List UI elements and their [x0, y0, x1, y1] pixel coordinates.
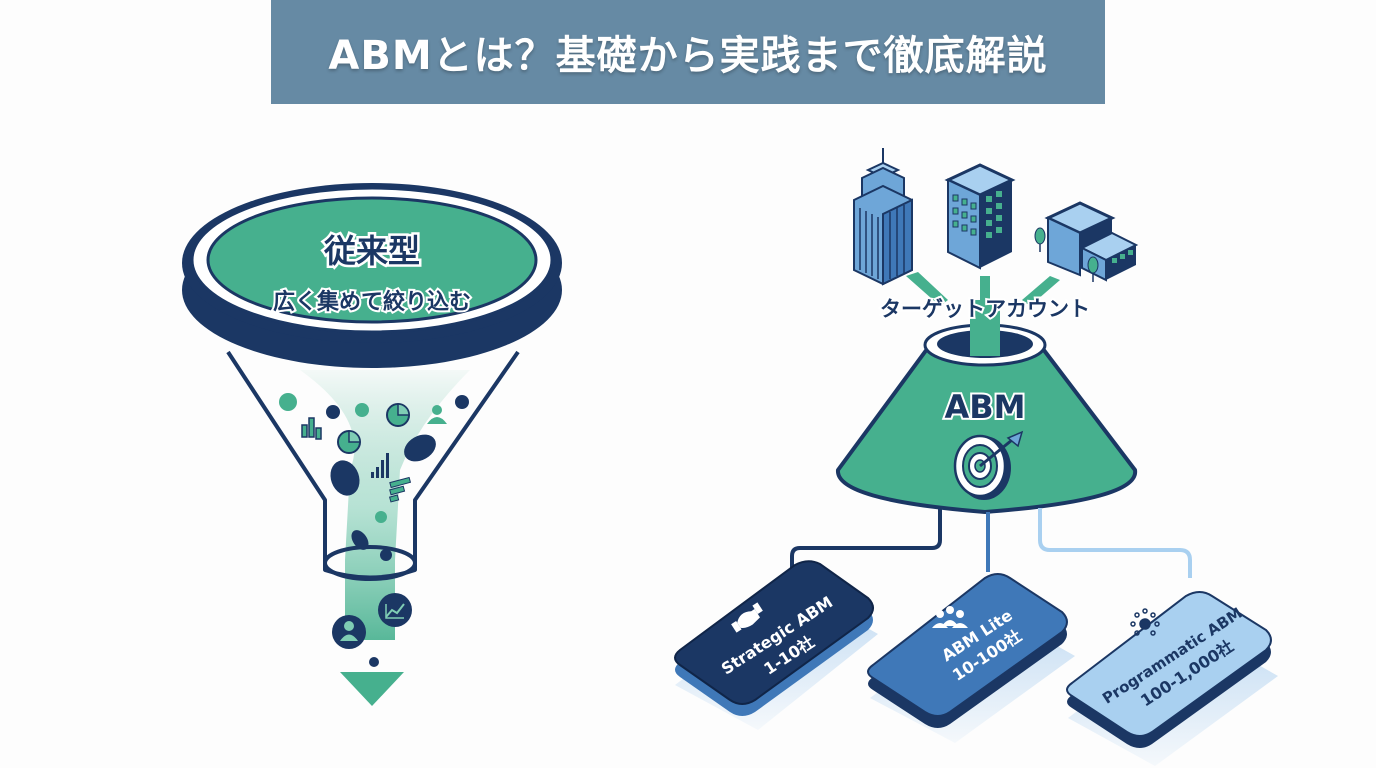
user-icon	[427, 405, 447, 424]
bar-chart-icon	[301, 417, 322, 440]
pie-chart-icon	[337, 430, 361, 454]
particle	[355, 403, 369, 417]
particle	[455, 395, 469, 409]
company-campus-icon	[1034, 201, 1139, 282]
particle	[326, 405, 340, 419]
abm-label: ABM	[945, 388, 1026, 426]
pie-chart-icon	[386, 403, 410, 427]
particle	[404, 434, 436, 462]
connector-programmatic	[1038, 508, 1192, 578]
particle	[380, 549, 392, 561]
office-building-icon	[944, 163, 1016, 270]
network-icon	[1130, 608, 1160, 636]
group-icon	[932, 606, 968, 628]
flow-beams	[906, 272, 1060, 306]
growth-chart-icon	[378, 593, 412, 627]
growth-bars-icon	[371, 453, 389, 478]
handshake-icon	[731, 602, 763, 633]
user-badge-icon	[332, 615, 366, 649]
arrow-down-icon	[340, 672, 404, 706]
funnel-opening	[206, 196, 538, 324]
traditional-funnel: 従来型 広く集めて絞り込む	[182, 183, 562, 706]
flow-beam-center	[970, 300, 1000, 356]
funnel-neck-ring	[323, 545, 417, 581]
particle	[351, 530, 369, 550]
traditional-subheading: 広く集めて絞り込む	[273, 289, 471, 315]
target-account-label: ターゲットアカウント	[880, 297, 1090, 321]
list-icon	[389, 476, 412, 503]
tier-card-lite: ABM Lite 10-100社	[867, 573, 1075, 743]
tier-card-programmatic: Programmatic ABM 100-1,000社	[1066, 591, 1278, 766]
funnel-flow	[300, 370, 470, 640]
abm-diagram: ターゲットアカウント ABM Strategic ABM	[674, 148, 1278, 766]
connector-strategic	[790, 508, 942, 568]
funnel-particles	[279, 393, 469, 667]
traditional-heading: 従来型	[323, 232, 420, 270]
particle	[279, 393, 297, 411]
title-banner: ABMとは？基礎から実践まで徹底解説	[271, 0, 1105, 104]
tier-card-strategic: Strategic ABM 1-10社	[674, 560, 878, 730]
particle	[375, 511, 387, 523]
skyscraper-icon	[853, 148, 913, 286]
particle	[369, 657, 379, 667]
target-arrow-icon	[953, 430, 1024, 500]
particle	[330, 460, 360, 496]
page-title: ABMとは？基礎から実践まで徹底解説	[328, 33, 1048, 79]
